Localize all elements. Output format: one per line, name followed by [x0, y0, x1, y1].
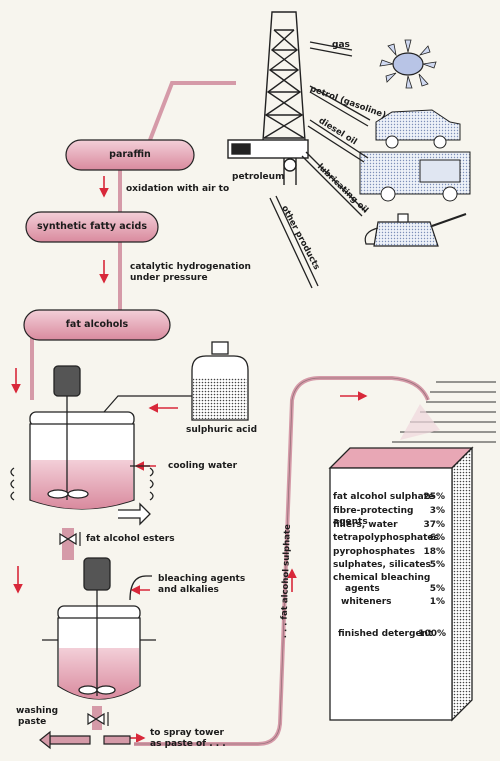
composition-row: chemical bleaching — [333, 573, 431, 583]
gas-flame-icon — [379, 39, 437, 89]
main-pipes — [30, 168, 122, 400]
detergent-box — [328, 446, 474, 722]
car-icon — [375, 109, 461, 149]
valve-1-icon — [59, 528, 81, 560]
spray-tower-label-line2: as paste of . . . — [150, 739, 226, 749]
cooling-water-label: cooling water — [168, 461, 238, 471]
sulphuric-acid-bottle-icon — [191, 341, 249, 421]
petroleum-label: petroleum — [232, 172, 285, 182]
feed-pipe — [148, 81, 236, 141]
outflow-pipes — [39, 730, 131, 750]
bleaching-label-line1: bleaching agents — [158, 574, 246, 584]
washing-paste-label-line1: washing — [16, 706, 59, 716]
hydrogenation-label-line2: under pressure — [130, 273, 208, 283]
oil-derrick-icon — [227, 11, 309, 185]
bleaching-label-line2: and alkalies — [158, 585, 219, 595]
synthetic-fatty-acids-label: synthetic fatty acids — [37, 221, 147, 232]
fat-alcohols-label: fat alcohols — [65, 319, 129, 330]
oxidation-label: oxidation with air to — [126, 184, 230, 194]
oil-can-icon — [364, 213, 467, 247]
paraffin-tank — [65, 139, 195, 171]
sulphonation-reactor — [10, 365, 154, 526]
spray-tower-label-line1: to spray tower — [150, 728, 224, 738]
flow-arrows — [11, 176, 368, 743]
acid-pipe — [103, 395, 192, 413]
product-lines — [269, 41, 371, 289]
truck-icon — [359, 151, 471, 202]
hydrogenation-label-line1: catalytic hydrogenation — [130, 262, 251, 272]
washing-paste-label-line2: paste — [18, 717, 47, 727]
fatty-acids-tank — [25, 211, 159, 243]
fat-alcohols-tank — [23, 309, 171, 341]
paraffin-label: paraffin — [109, 149, 151, 160]
bleaching-reactor — [42, 557, 156, 700]
fat-alcohol-sulphate-pipe — [134, 376, 430, 746]
valve-2-icon — [87, 706, 109, 730]
fat-alcohol-esters-label: fat alcohol esters — [86, 534, 175, 544]
product-gas-label: gas — [332, 40, 350, 50]
sulphuric-acid-label: sulphuric acid — [186, 425, 258, 435]
spray-mist — [392, 381, 496, 443]
